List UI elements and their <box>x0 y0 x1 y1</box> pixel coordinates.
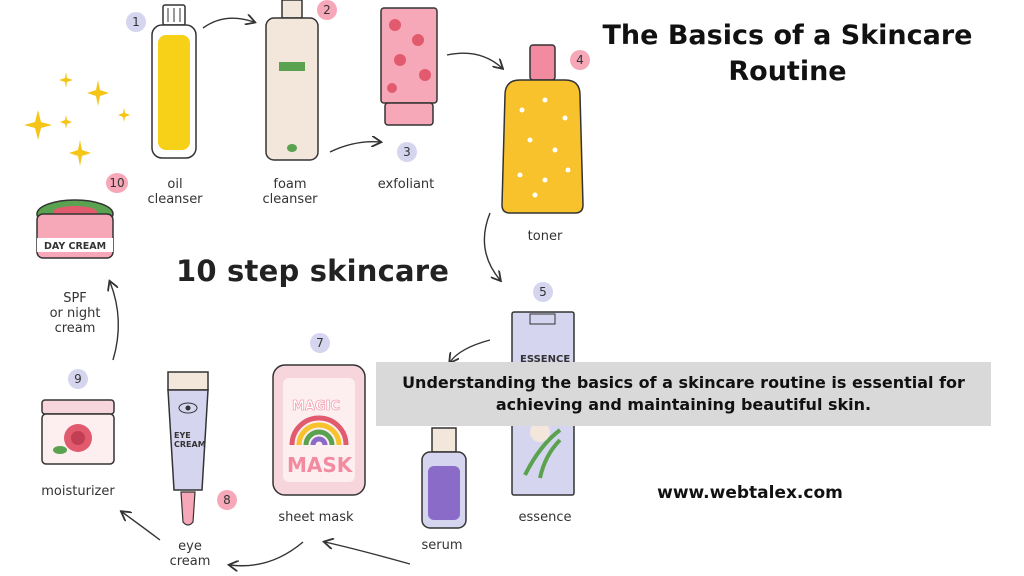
step-3-number: 3 <box>397 142 417 162</box>
arrow-8-to-9 <box>122 512 161 541</box>
moisturizer-jar <box>41 399 115 465</box>
arrow-2-to-3 <box>329 142 380 153</box>
toner-bottle <box>501 44 584 214</box>
step-5-label: essence <box>518 510 572 525</box>
day-cream-jar: DAY CREAM <box>36 199 114 259</box>
oil-cleanser-bottle <box>151 4 197 159</box>
step-8-number: 8 <box>217 490 237 510</box>
step-10-label: SPF or night cream <box>49 291 101 336</box>
essence-tube-text: ESSENCE <box>520 354 570 365</box>
serum-bottle <box>421 427 467 529</box>
step-1-label: oil cleanser <box>147 177 203 207</box>
step-6-label: serum <box>421 538 463 553</box>
foam-cleanser-bottle <box>265 0 319 161</box>
step-8-label: eye cream <box>169 539 211 569</box>
step-7-number: 7 <box>310 333 330 353</box>
step-10-number: 10 <box>106 173 128 193</box>
step-1-number: 1 <box>126 12 146 32</box>
info-banner-text: Understanding the basics of a skincare r… <box>402 373 965 414</box>
diagram-center-title: 10 step skincare <box>176 254 450 288</box>
step-9-label: moisturizer <box>41 484 115 499</box>
sparkle-icon <box>24 72 130 166</box>
step-4-number: 4 <box>570 50 590 70</box>
step-2-label: foam cleanser <box>262 177 318 207</box>
sheet-mask-magic-text: MAGIC <box>292 399 340 414</box>
flow-arrows <box>110 18 502 566</box>
arrow-7-to-8 <box>230 541 304 566</box>
step-2-number: 2 <box>317 0 337 20</box>
page-title: The Basics of a Skincare Routine <box>602 20 973 87</box>
exfoliant-tube <box>380 7 438 126</box>
sheet-mask-text: MASK <box>287 453 354 477</box>
sheet-mask-pack: MAGIC MASK <box>272 364 366 496</box>
arrow-9-to-10 <box>110 282 119 361</box>
step-3-label: exfoliant <box>377 177 435 192</box>
arrow-4-to-5 <box>483 212 500 280</box>
step-7-label: sheet mask <box>278 510 354 525</box>
arrow-1-to-2 <box>202 18 254 29</box>
step-9-number: 9 <box>68 369 88 389</box>
arrow-6-to-7 <box>325 542 411 565</box>
info-banner: Understanding the basics of a skincare r… <box>376 362 991 426</box>
arrow-3-to-4 <box>446 52 502 68</box>
website-link[interactable]: www.webtalex.com <box>657 483 843 503</box>
step-4-label: toner <box>527 229 563 244</box>
arrow-5-to-6 <box>450 339 491 362</box>
day-cream-jar-text: DAY CREAM <box>44 241 106 252</box>
step-5-number: 5 <box>533 282 553 302</box>
